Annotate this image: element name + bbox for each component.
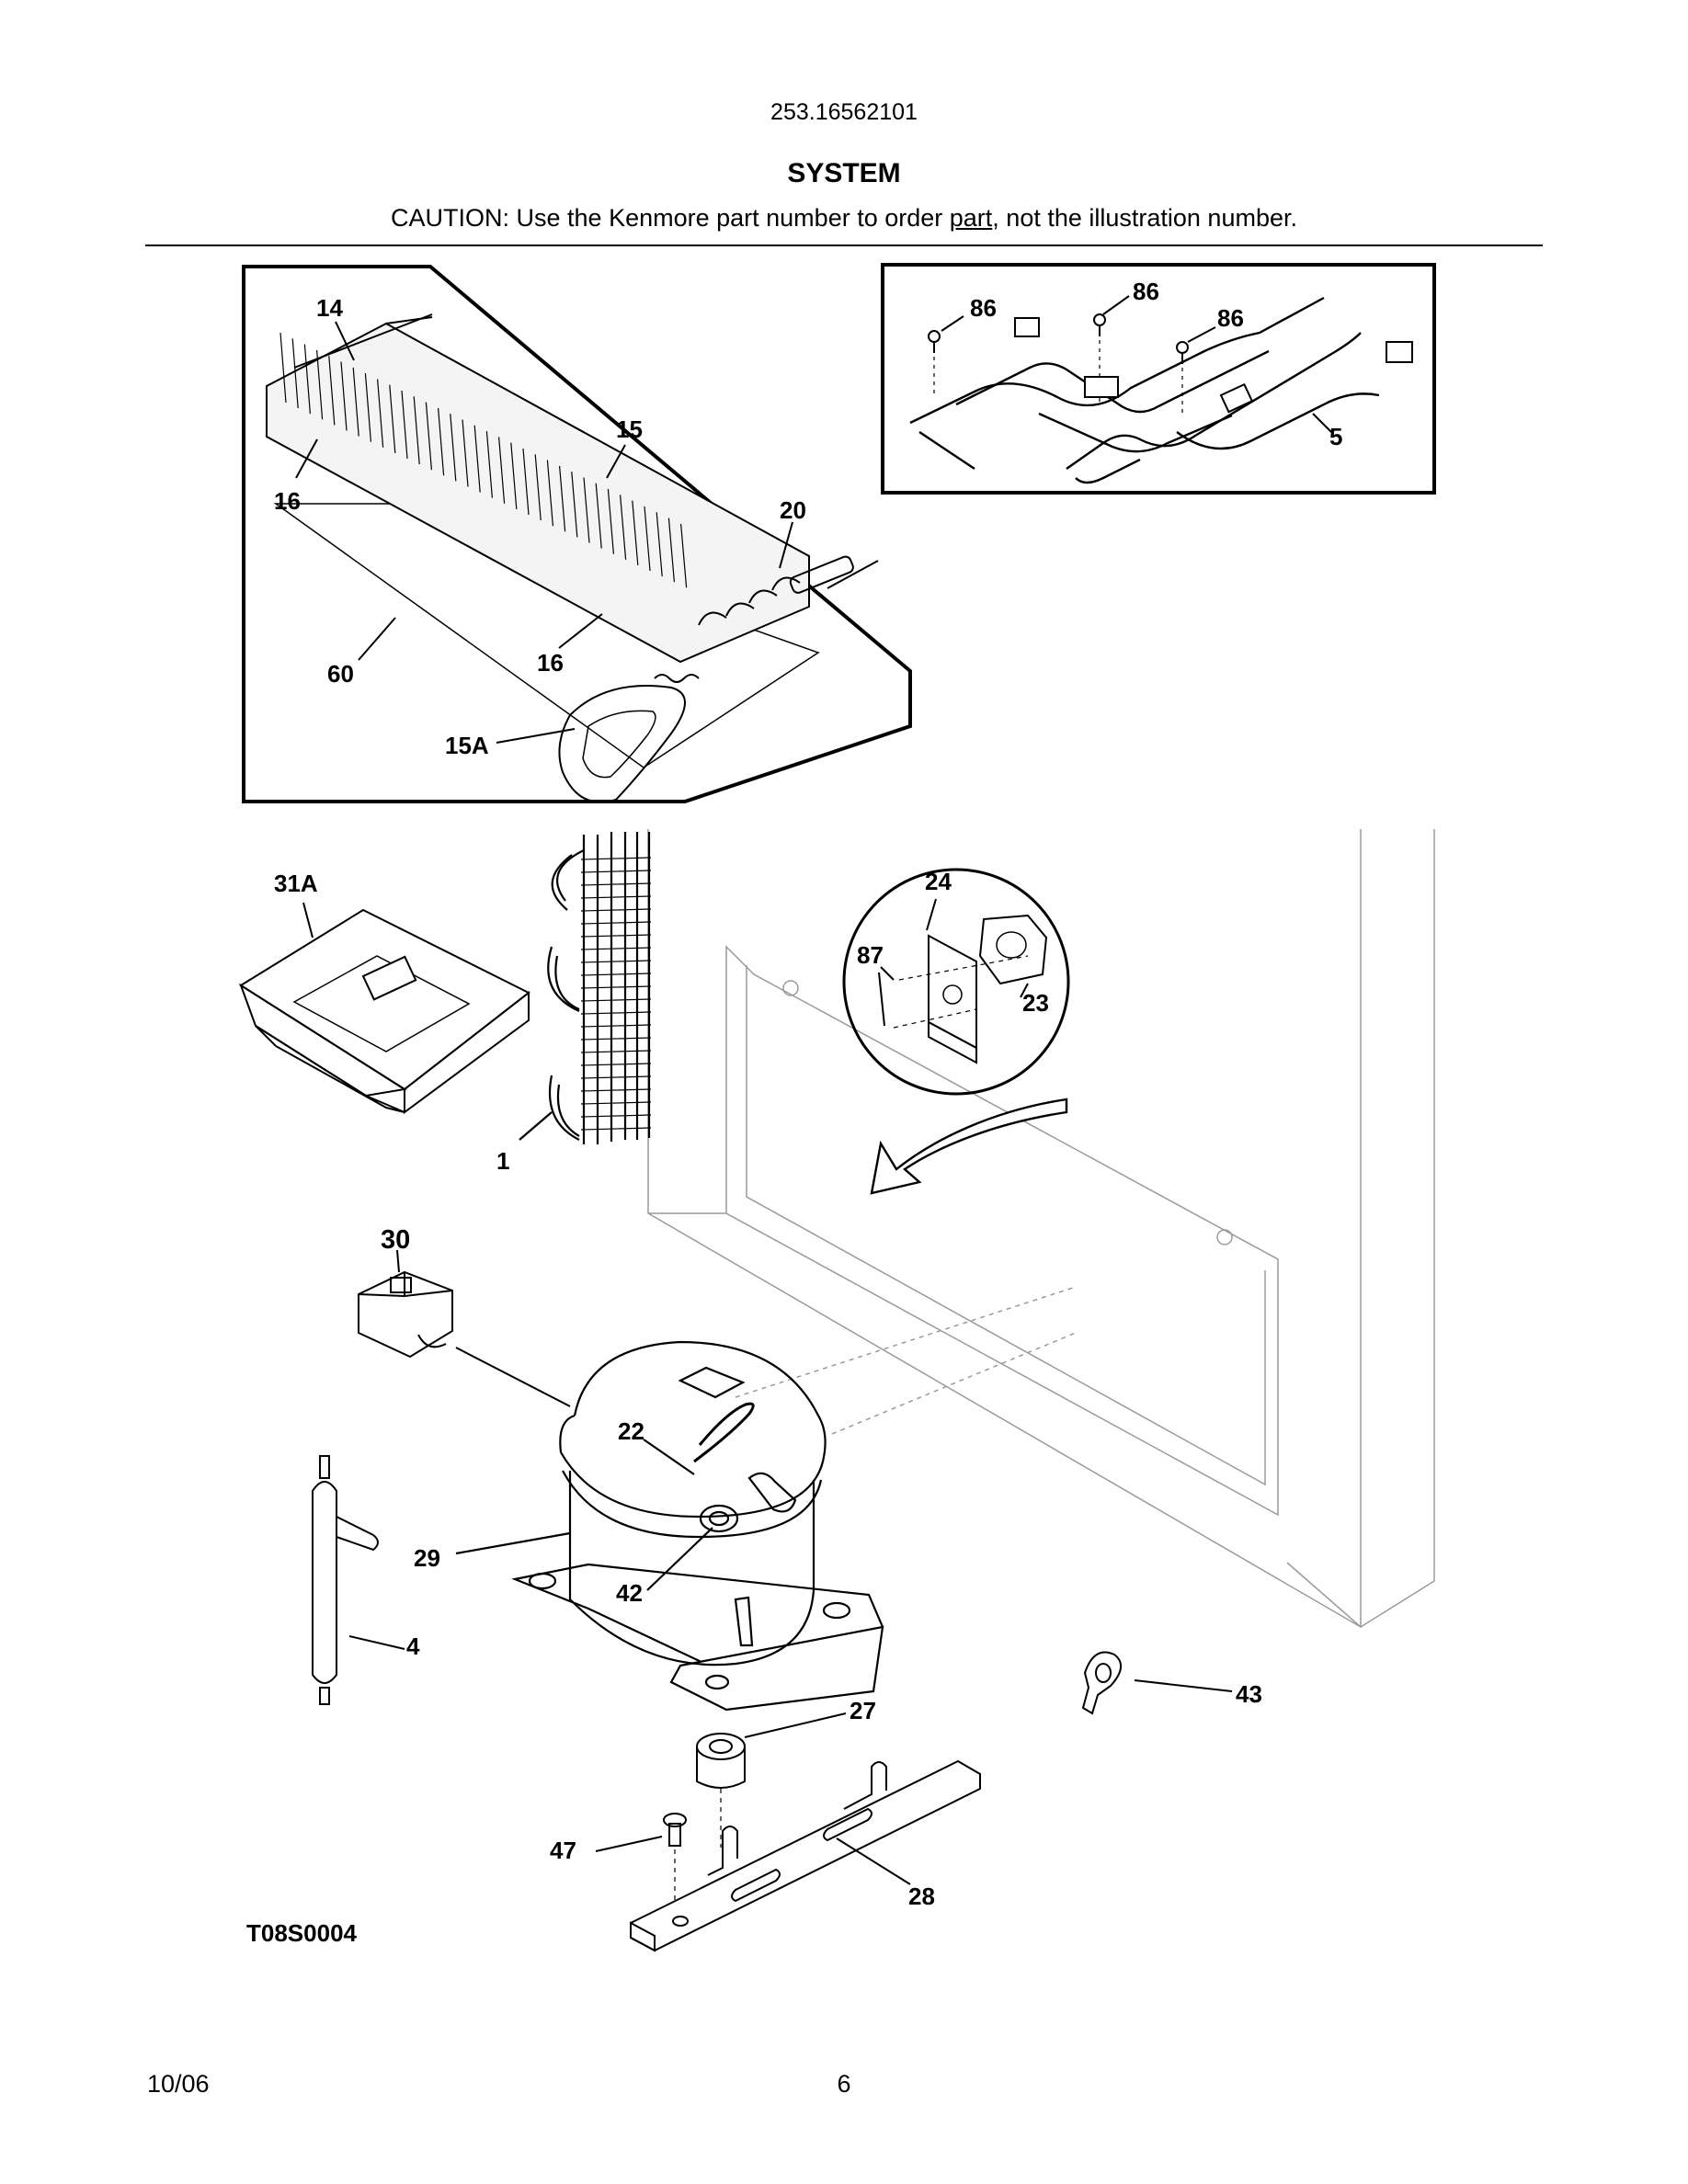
callout-86-a: 86 xyxy=(970,294,997,322)
callout-31A: 31A xyxy=(274,870,318,897)
grommet xyxy=(696,1712,847,1848)
caution-text: CAUTION: Use the Kenmore part number to … xyxy=(391,204,950,232)
callout-86-b: 86 xyxy=(1133,278,1159,305)
callout-86-c: 86 xyxy=(1217,304,1244,332)
callout-16-lower: 16 xyxy=(537,649,564,677)
callout-20: 20 xyxy=(780,496,806,524)
ground-clip xyxy=(1081,1651,1233,1715)
callout-43: 43 xyxy=(1236,1680,1262,1708)
wiring-panel xyxy=(881,263,1436,495)
page-title: SYSTEM xyxy=(787,158,901,188)
fan-bracket-detail xyxy=(842,868,1070,1195)
callout-29: 29 xyxy=(414,1544,440,1572)
condenser-coil xyxy=(519,832,652,1144)
callout-42: 42 xyxy=(616,1579,643,1607)
callout-23: 23 xyxy=(1022,989,1049,1017)
header-rule xyxy=(145,245,1543,246)
callout-28: 28 xyxy=(908,1883,935,1910)
callout-47: 47 xyxy=(550,1837,576,1864)
callout-30: 30 xyxy=(381,1225,410,1255)
page-number: 6 xyxy=(837,2070,851,2098)
callout-15: 15 xyxy=(616,415,643,443)
caution-note: CAUTION: Use the Kenmore part number to … xyxy=(0,204,1688,233)
callout-14: 14 xyxy=(316,294,343,322)
callout-1: 1 xyxy=(496,1147,509,1175)
callout-27: 27 xyxy=(850,1697,876,1724)
caution-part-word: part xyxy=(949,204,993,232)
compressor-bracket xyxy=(630,1759,981,1952)
compressor xyxy=(455,1340,884,1712)
callout-60: 60 xyxy=(327,660,354,688)
drain-pan xyxy=(239,902,530,1114)
figure-code: T08S0004 xyxy=(246,1919,357,1947)
model-number: 253.16562101 xyxy=(770,99,918,125)
filter-drier xyxy=(312,1455,405,1705)
evaporator-panel xyxy=(242,265,912,803)
caution-text-end: , not the illustration number. xyxy=(992,204,1297,232)
relay xyxy=(358,1249,571,1407)
callout-22: 22 xyxy=(618,1417,644,1445)
callout-15A: 15A xyxy=(445,732,489,759)
mounting-screw xyxy=(595,1813,687,1903)
footer-date: 10/06 xyxy=(147,2070,210,2098)
callout-24: 24 xyxy=(925,868,952,895)
callout-16: 16 xyxy=(274,487,301,515)
callout-4: 4 xyxy=(406,1632,420,1660)
callout-87: 87 xyxy=(857,941,884,969)
callout-5: 5 xyxy=(1329,423,1342,450)
